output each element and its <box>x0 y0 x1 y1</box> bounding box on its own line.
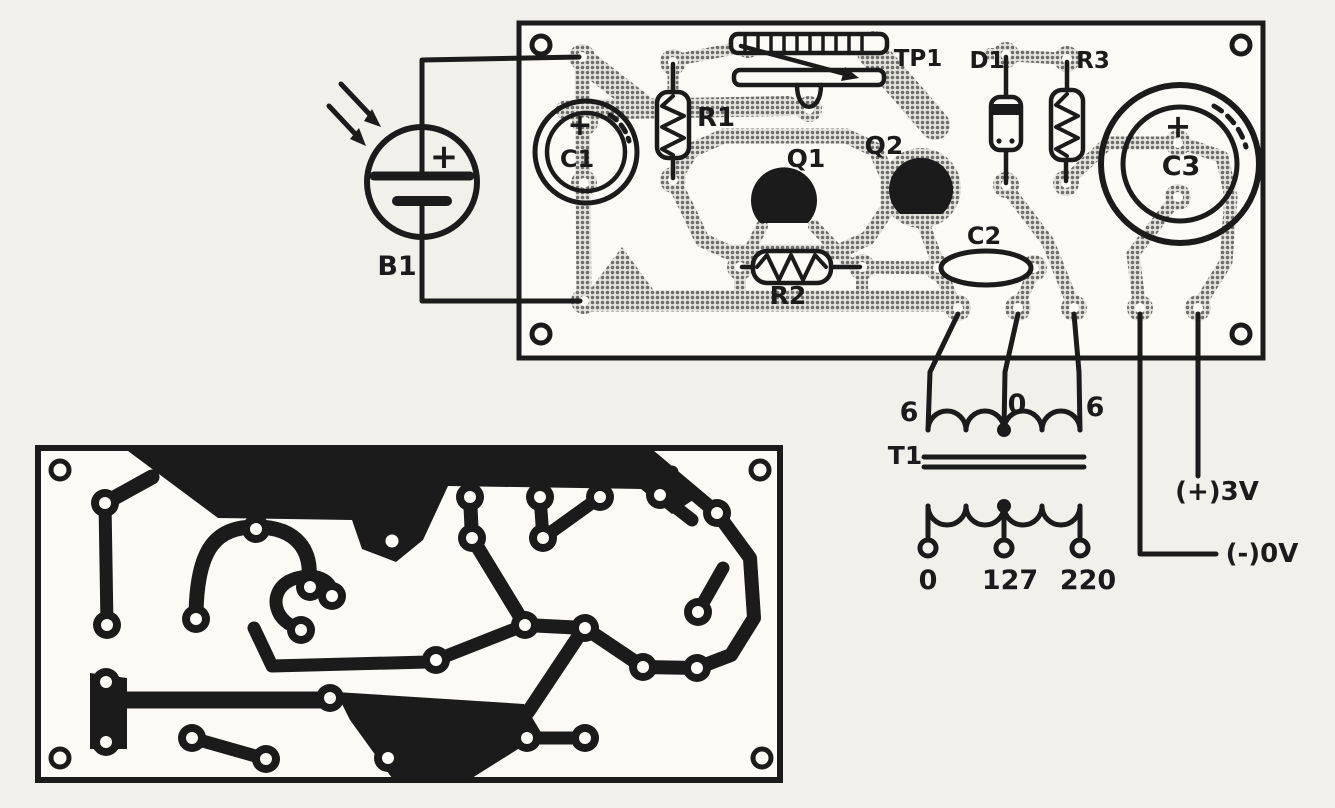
label-c1: C1 <box>560 145 594 173</box>
transistor-q1 <box>750 167 817 223</box>
pad-icon <box>1135 303 1145 313</box>
diode-d1 <box>988 54 1024 186</box>
pad-icon <box>1173 192 1183 202</box>
transformer-t1: T1 6 0 6 0 127 220 <box>888 389 1116 596</box>
pad-icon <box>579 732 591 744</box>
label-q1: Q1 <box>787 144 826 173</box>
tap-127: 127 <box>982 565 1038 596</box>
pad-icon <box>260 753 272 765</box>
pad-icon <box>691 662 703 674</box>
pad-icon <box>953 303 963 313</box>
pad-icon <box>1069 303 1079 313</box>
pad-icon <box>430 654 442 666</box>
pad-icon <box>100 736 112 748</box>
hookup-wires <box>419 54 1219 557</box>
solder-pads <box>91 481 731 773</box>
pad-icon <box>637 661 649 673</box>
label-r1: R1 <box>697 103 735 133</box>
resistor-r2 <box>739 248 863 286</box>
label-tp1: TP1 <box>894 46 943 72</box>
pad-icon <box>324 692 336 704</box>
label-b1: B1 <box>377 251 416 282</box>
resistor-r3 <box>1048 59 1086 184</box>
battery-b1: + B1 <box>326 81 480 282</box>
capacitor-c3 <box>1098 82 1262 246</box>
pad-icon <box>594 491 606 503</box>
pad-icon <box>295 624 307 636</box>
copper-tracks <box>90 448 761 778</box>
pad-icon <box>1013 303 1023 313</box>
pad-icon <box>101 619 113 631</box>
pad-icon <box>521 732 533 744</box>
tap-0-center: 0 <box>1008 389 1027 420</box>
pad-icon <box>1062 54 1072 64</box>
pad-icon <box>654 489 666 501</box>
pad-icon <box>1193 303 1203 313</box>
pad-icon <box>534 491 546 503</box>
capacitor-c1 <box>532 98 640 206</box>
tap-6-left: 6 <box>900 397 919 428</box>
copper-side-board <box>35 445 783 783</box>
label-t1: T1 <box>888 441 922 470</box>
pad-icon <box>692 606 704 618</box>
tap-0: 0 <box>919 565 938 596</box>
label-c2: C2 <box>967 222 1001 250</box>
pad-icon <box>519 619 531 631</box>
wiper-arrow-icon <box>841 67 859 81</box>
center-tap-dot <box>997 423 1011 437</box>
pad-icon <box>326 590 338 602</box>
terminal-icon <box>993 537 1015 559</box>
output-positive-label: (+)3V <box>1175 477 1259 507</box>
c1-plus-mark: + <box>567 108 592 143</box>
pad-icon <box>579 178 589 188</box>
capacitor-c2 <box>938 248 1034 288</box>
pad-icon <box>464 491 476 503</box>
resistor-r1 <box>654 61 692 181</box>
mounting-holes <box>529 33 1253 346</box>
pad-icon <box>382 752 394 764</box>
pad-icon <box>466 532 478 544</box>
pad-icon <box>577 52 587 62</box>
pad-icon <box>711 507 723 519</box>
label-r3: R3 <box>1076 48 1110 74</box>
pad-icon <box>385 534 399 548</box>
pad-icon <box>186 732 198 744</box>
pad-icon <box>304 581 316 593</box>
output-negative-label: (-)0V <box>1226 539 1299 569</box>
component-side-board: C1 + R1 TP1 D1 R3 Q1 Q2 R2 C2 C3 + <box>419 20 1266 557</box>
label-c3: C3 <box>1162 151 1201 182</box>
pad-icon <box>99 497 111 509</box>
transistor-q2 <box>889 157 953 214</box>
b1-plus-mark: + <box>430 137 459 177</box>
light-arrows-icon <box>326 81 381 146</box>
terminal-icon <box>917 537 939 559</box>
c3-plus-mark: + <box>1165 107 1192 145</box>
trimpot-tp1 <box>728 31 890 109</box>
label-r2: R2 <box>770 281 807 310</box>
pad-icon <box>100 676 112 688</box>
terminal-icon <box>1069 537 1091 559</box>
tap-220: 220 <box>1060 565 1116 596</box>
pad-icon <box>190 613 202 625</box>
mounting-holes <box>48 458 774 770</box>
label-q2: Q2 <box>865 131 904 160</box>
pad-icon <box>579 622 591 634</box>
output-leads: (+)3V (-)0V <box>1175 477 1298 569</box>
tap-6-right: 6 <box>1086 392 1105 423</box>
pad-icon <box>579 296 589 306</box>
pad-icon <box>580 117 590 127</box>
label-d1: D1 <box>969 48 1004 74</box>
pad-icon <box>250 523 262 535</box>
pad-icon <box>537 532 549 544</box>
pad-icon <box>1173 138 1183 148</box>
